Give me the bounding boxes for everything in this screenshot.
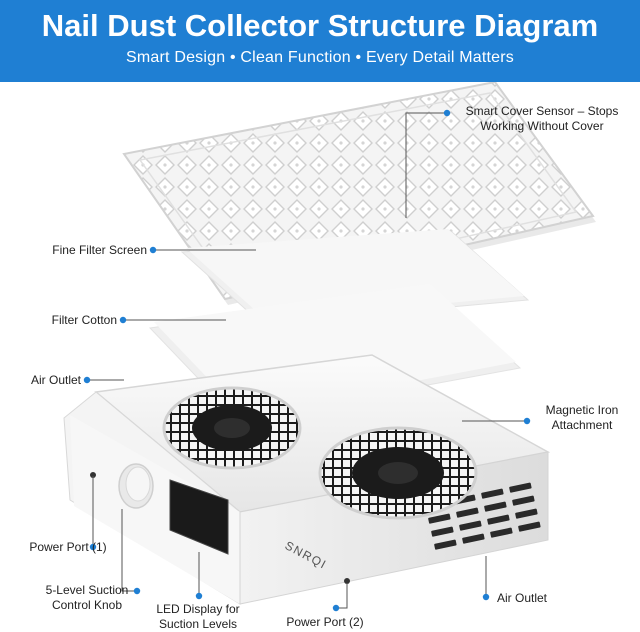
- fan-right: [320, 428, 476, 518]
- label-air-outlet-left: Air Outlet: [14, 373, 81, 388]
- label-control-knob: 5-Level Suction Control Knob: [44, 583, 130, 613]
- label-led-display: LED Display for Suction Levels: [150, 602, 246, 632]
- label-smart-cover-sensor: Smart Cover Sensor – Stops Working Witho…: [455, 104, 629, 134]
- label-magnetic-iron-attachment: Magnetic Iron Attachment: [532, 403, 632, 433]
- label-filter-cotton: Filter Cotton: [20, 313, 117, 328]
- device-body: SNRQI: [64, 355, 548, 604]
- control-knob: [119, 464, 153, 508]
- label-fine-filter-screen: Fine Filter Screen: [20, 243, 147, 258]
- label-power-port-2: Power Port (2): [280, 615, 370, 630]
- fan-left: [164, 388, 300, 468]
- label-power-port-1: Power Port (1): [22, 540, 114, 555]
- page-subtitle: Smart Design • Clean Function • Every De…: [0, 46, 640, 70]
- page-title: Nail Dust Collector Structure Diagram: [0, 6, 640, 46]
- label-air-outlet-right: Air Outlet: [497, 591, 577, 606]
